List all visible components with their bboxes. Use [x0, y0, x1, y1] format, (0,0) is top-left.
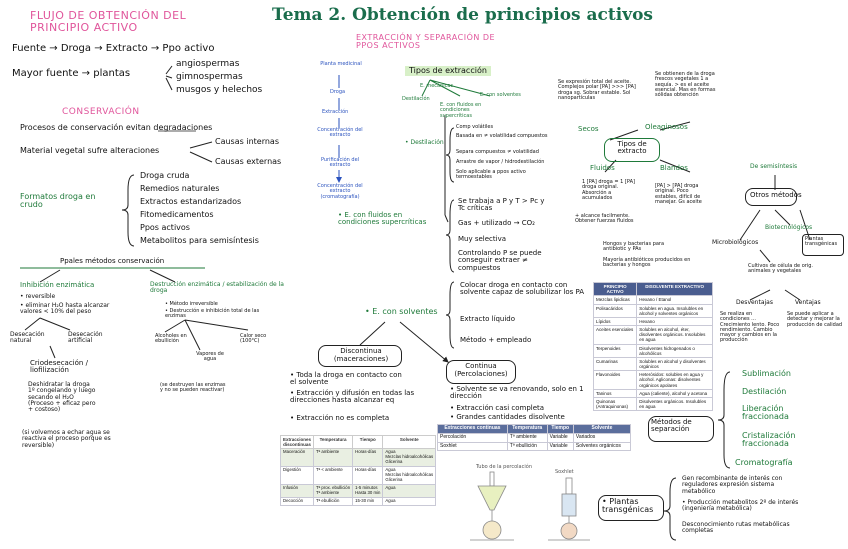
cell: Solubles en alcohol y disolventes orgáni…: [637, 357, 713, 370]
solv-head-1: DISOLVENTE EXTRACTIVO: [637, 283, 713, 296]
fluidos-label-right: Fluidos: [590, 165, 615, 172]
cell: Hexano: [637, 317, 713, 325]
de-semisintesis: De semisíntesis: [750, 164, 797, 170]
extracto-mas: + alcance facilmente. Obtener fuerzas fl…: [575, 214, 635, 225]
biotecnologicos: Biotecnológicos: [765, 225, 812, 231]
transg-item-1: Gen recombinante de interés con regulado…: [682, 476, 802, 495]
cell: Terpenoides: [594, 344, 637, 357]
cell: Aceites esenciales: [594, 326, 637, 345]
sep-sublimacion: Sublimación: [742, 370, 791, 378]
secos-label: Secos: [578, 126, 599, 133]
fluidos-desc: 1 [PA] droga = 1 [PA] droga original. Ab…: [582, 180, 637, 201]
sep-destilacion: Destilación: [742, 388, 786, 396]
expresion-note: Se expresión total del aceite. Complejos…: [558, 80, 638, 101]
oleaginosos-desc: Se obtienen de la droga frescos vegetale…: [655, 72, 717, 98]
cell: Solubles en agua. Insolubles en alcohol …: [637, 304, 713, 317]
oleaginosos-label: Oleaginosos: [645, 124, 688, 131]
cell: Solubles en alcohol, éter, disolventes o…: [637, 326, 713, 345]
cell: Hexano / Etanol: [637, 296, 713, 304]
cell: Cumarinas: [594, 357, 637, 370]
ventajas: Ventajas: [795, 300, 821, 306]
table-solventes: PRINCIPIO ACTIVO DISOLVENTE EXTRACTIVO M…: [593, 282, 713, 411]
sep-liberacion: Liberación fraccionada: [742, 405, 822, 422]
cell: Lípidos: [594, 317, 637, 325]
ventajas-items: Se puede aplicar a detectar y mejorar la…: [787, 312, 845, 328]
cell: Flavonoides: [594, 371, 637, 390]
table-row: Mezclas lipidicasHexano / Etanol: [594, 296, 713, 304]
sep-cristalizacion: Cristalización fraccionada: [742, 432, 822, 449]
desventajas: Desventajas: [736, 300, 773, 306]
cell: Heterósidos: solubles en agua y alcohol.…: [637, 371, 713, 390]
otros-metodos: Otros métodos: [750, 192, 802, 199]
cell: Mezclas lipidicas: [594, 296, 637, 304]
desventajas-items: Se realiza en condiciones ... Crecimient…: [720, 312, 782, 344]
cell: Agua (caliente), alcohol y acetona: [637, 389, 713, 397]
transg-item-2: • Producción metabolitos 2º de interés (…: [682, 500, 802, 513]
cultivos: Cultivos de célula de orig. animales y v…: [748, 264, 818, 275]
metodos-separacion: Métodos de separación: [651, 419, 711, 434]
cell: Taninos: [594, 389, 637, 397]
plantas-transgenicas: Plantas transgénicas: [805, 237, 841, 248]
mayoria: Mayoría antibióticos producidos en bacte…: [603, 258, 701, 269]
soxhlet-icon: [548, 478, 590, 540]
blandos-desc: [PA] > [PA] droga original. Poco estable…: [655, 184, 710, 205]
sep-cromatografia: Cromatografía: [735, 459, 793, 467]
table-row: CumarinasSolubles en alcohol y disolvent…: [594, 357, 713, 370]
cell: Quinonas (Antraquinonas): [594, 397, 637, 410]
microbiologicos: Microbiológicos: [712, 240, 758, 246]
transg-item-3: Desconocimiento rutas metabólicas comple…: [682, 522, 802, 535]
table-row: PolisacáridosSolubles en agua. Insoluble…: [594, 304, 713, 317]
tipos-extracto: Tipos de extracto: [608, 141, 656, 156]
hongos: Hongos y bacterias para antibiotic y PAs: [603, 242, 681, 253]
solv-head-0: PRINCIPIO ACTIVO: [594, 283, 637, 296]
cell: Polisacáridos: [594, 304, 637, 317]
plantas-transgenicas-2: • Plantas transgénicas: [602, 498, 662, 515]
cell: Disolventes hidrogenados o alcohólicos: [637, 344, 713, 357]
percolator-icon: [470, 472, 514, 540]
table-row: Quinonas (Antraquinonas)Disolventes orgá…: [594, 397, 713, 410]
blandos-label: Blandos: [660, 165, 688, 172]
cell: Disolventes orgánicos. Insolubles en agu…: [637, 397, 713, 410]
